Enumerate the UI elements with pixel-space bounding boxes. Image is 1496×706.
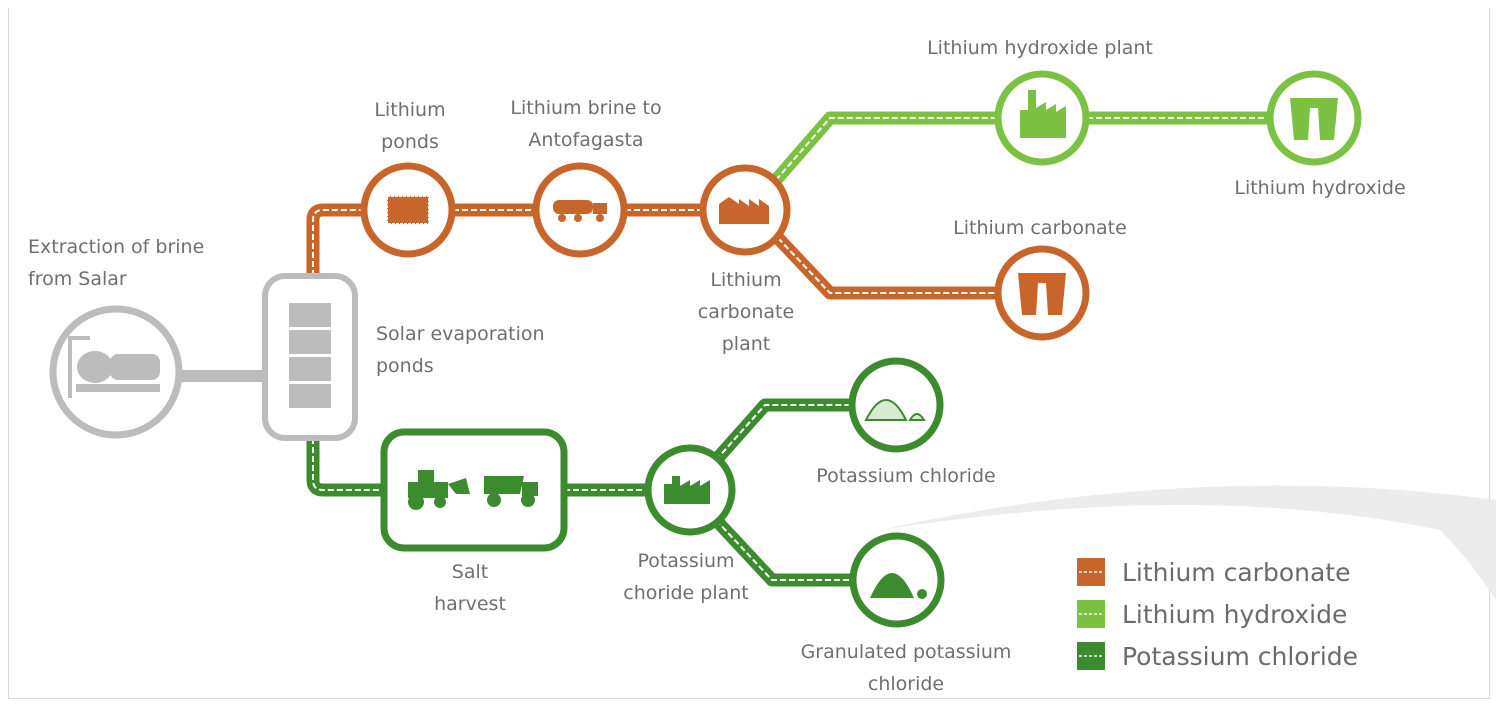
truck-icon [553, 200, 607, 222]
label-lithium-ponds: Lithium [374, 99, 445, 121]
potassium-chloride-product-node [848, 357, 944, 453]
label-kcl-plant: Potassium [637, 550, 734, 572]
granules-icon [870, 573, 927, 599]
label-carbonate-plant: plant [722, 333, 770, 355]
label-carbonate-plant: Lithium [710, 269, 781, 291]
legend-label: Potassium chloride [1122, 642, 1358, 671]
pipes-lithium-carbonate [306, 203, 998, 300]
label-carbonate-product: Lithium carbonate [953, 217, 1127, 239]
lithium-hydroxide-product-node [1266, 70, 1362, 166]
factory-icon [719, 197, 769, 224]
label-hydroxide-product: Lithium hydroxide [1234, 177, 1405, 199]
factory-icon [664, 476, 710, 504]
label-kcl-product: Potassium chloride [816, 465, 995, 487]
label-salt-harvest: harvest [434, 593, 506, 615]
label-solar-ponds: Solar evaporation [376, 323, 545, 345]
factory-icon [1020, 90, 1066, 138]
label-brine-transport: Antofagasta [528, 129, 643, 151]
label-granulated-kcl: chloride [868, 673, 944, 695]
legend-label: Lithium carbonate [1122, 558, 1350, 587]
label-brine-transport: Lithium brine to [510, 97, 661, 119]
potassium-chloride-plant-node [644, 444, 736, 536]
extraction-pump-node [49, 305, 183, 439]
label-hydroxide-plant: Lithium hydroxide plant [927, 37, 1153, 59]
lithium-ponds-node [360, 162, 456, 258]
powder-pile-icon [864, 399, 926, 421]
label-extraction: from Salar [28, 268, 127, 290]
legend-label: Lithium hydroxide [1122, 600, 1347, 629]
granulated-potassium-chloride-node [849, 532, 945, 628]
brine-transport-node [532, 162, 628, 258]
label-kcl-plant: choride plant [623, 582, 748, 604]
dump-truck-icon [484, 476, 538, 507]
label-carbonate-plant: carbonate [698, 301, 794, 323]
label-granulated-kcl: Granulated potassium [801, 641, 1012, 663]
bags-icon [1290, 98, 1338, 140]
background-swoosh [880, 485, 1496, 600]
label-lithium-ponds: ponds [381, 131, 439, 153]
label-salt-harvest: Salt [452, 561, 488, 583]
lithium-carbonate-plant-node [699, 164, 791, 256]
diagram-frame [8, 8, 1490, 699]
pump-icon [68, 336, 160, 398]
lithium-carbonate-product-node [994, 245, 1090, 341]
solar-evaporation-ponds-node [262, 273, 358, 441]
pond-icon [386, 195, 430, 225]
label-solar-ponds: ponds [376, 355, 434, 377]
lithium-hydroxide-plant-node [994, 70, 1090, 166]
salt-harvest-node [380, 428, 568, 552]
ponds-icon [289, 303, 331, 408]
bags-icon [1018, 273, 1066, 315]
loader-icon [408, 470, 470, 510]
pipes-potassium-chloride [306, 398, 853, 587]
pipes-lithium-hydroxide [771, 111, 1268, 185]
label-extraction: Extraction of brine [28, 236, 204, 258]
